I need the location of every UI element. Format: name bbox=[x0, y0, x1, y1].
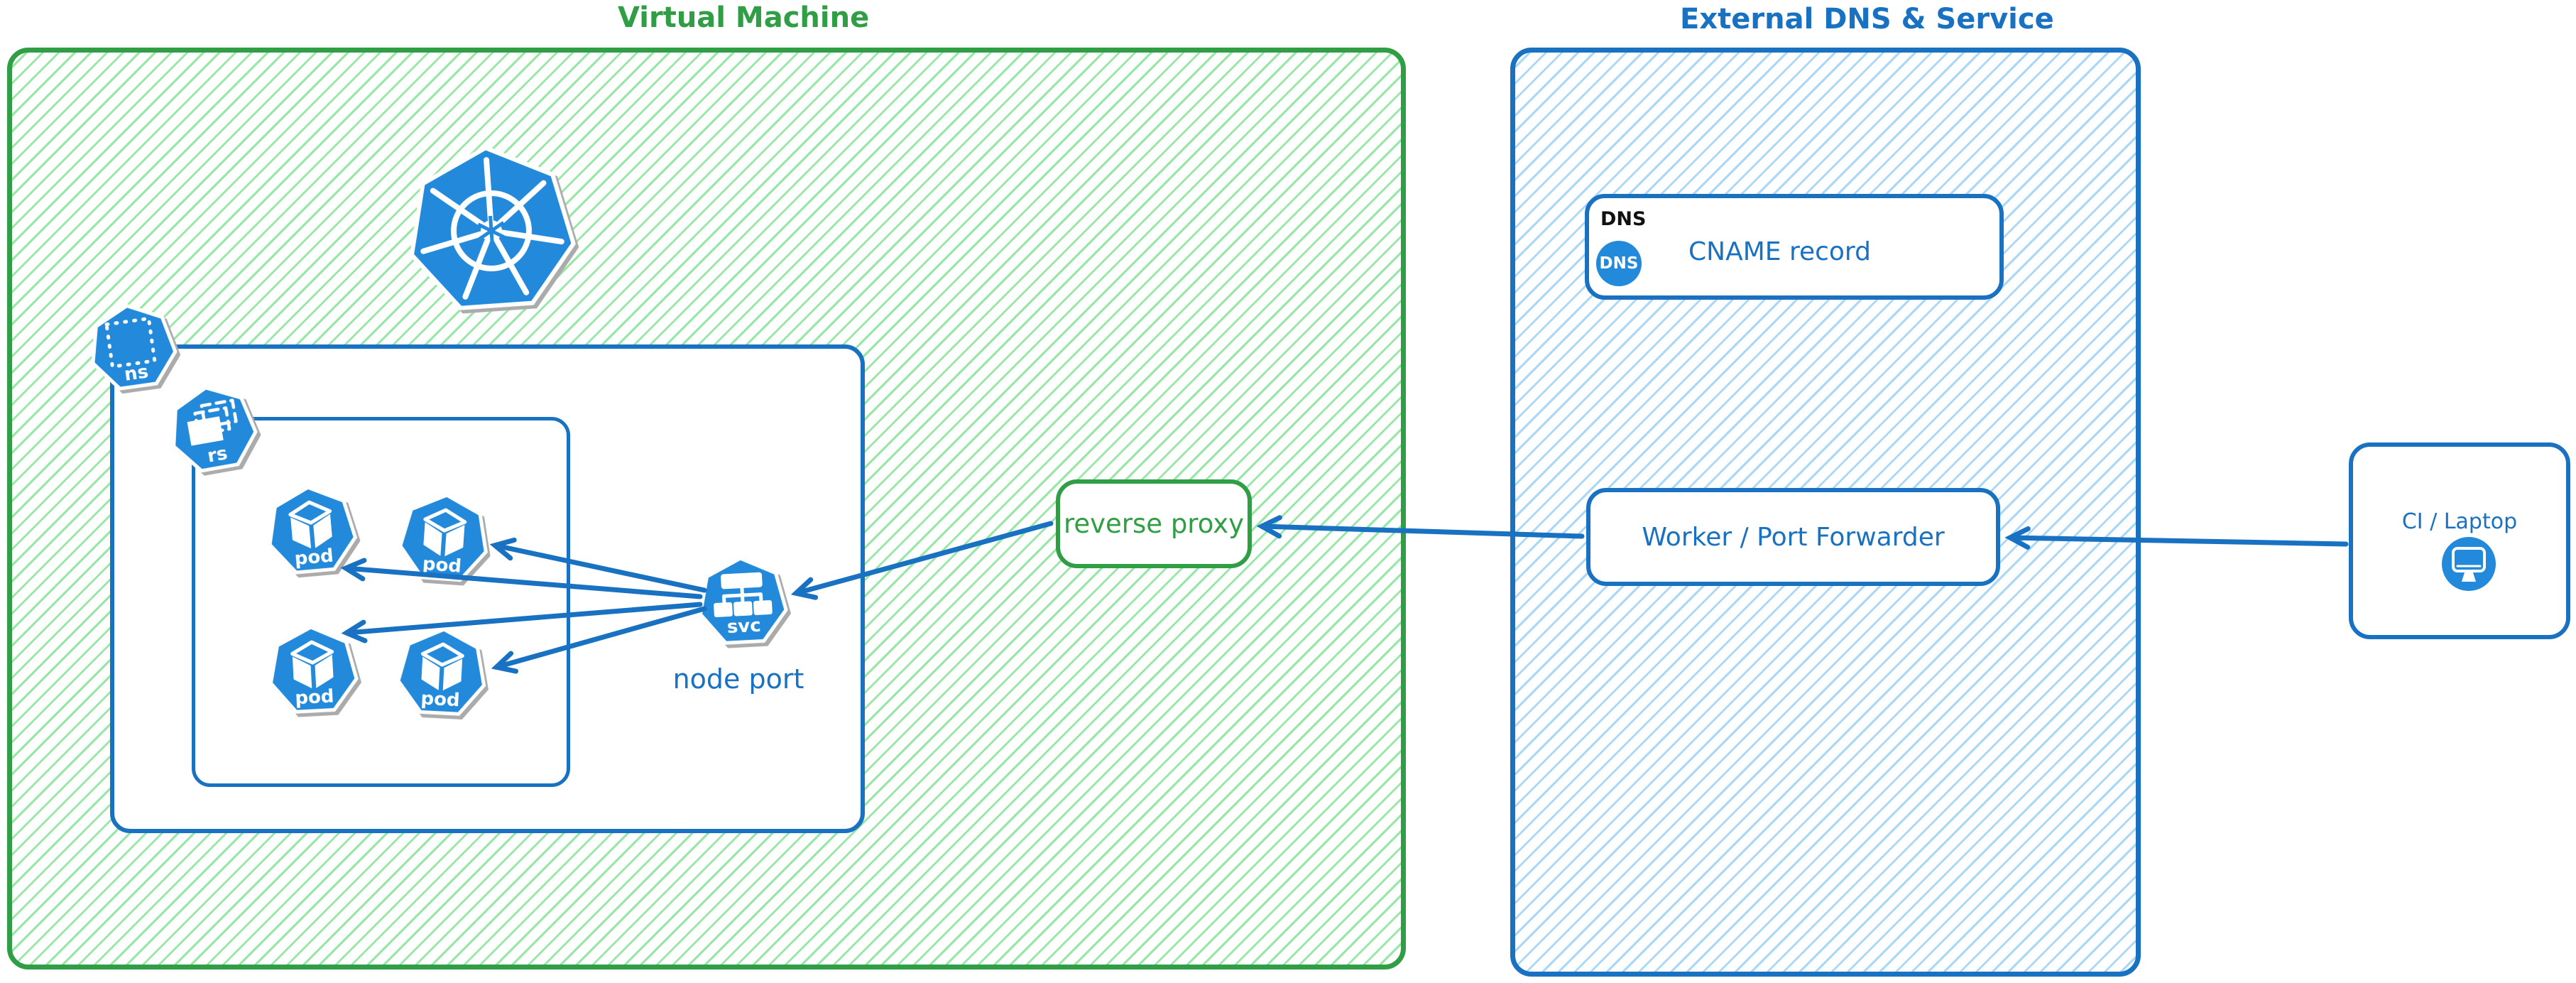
ci-laptop-label: CI / Laptop bbox=[2401, 509, 2518, 534]
pod-icon: pod bbox=[397, 627, 487, 715]
svg-text:pod: pod bbox=[293, 545, 334, 570]
dns-icon: DNS bbox=[1596, 241, 1642, 286]
service-icon: svc bbox=[697, 556, 787, 644]
pod-icon: pod bbox=[268, 625, 358, 713]
arrow-svc-to-pod bbox=[346, 568, 703, 599]
svg-text:rs: rs bbox=[206, 442, 229, 467]
virtual-machine-title: Virtual Machine bbox=[618, 1, 870, 34]
laptop-monitor-icon bbox=[2442, 537, 2496, 591]
svg-text:ns: ns bbox=[123, 361, 150, 385]
arrow-svc-to-pod bbox=[347, 602, 703, 633]
dns-tag-label: DNS bbox=[1600, 208, 1647, 230]
svg-text:svc: svc bbox=[726, 615, 761, 638]
arrow-ci-to-worker bbox=[2011, 538, 2349, 544]
cname-record-node: DNS DNS CNAME record bbox=[1585, 194, 2004, 300]
replicaset-icon: rs bbox=[165, 381, 261, 475]
kubernetes-logo-icon bbox=[405, 142, 577, 311]
arrow-reverse-proxy-to-nodeport bbox=[797, 521, 1054, 593]
arrow-svc-to-pod bbox=[497, 606, 707, 667]
svg-text:pod: pod bbox=[295, 686, 335, 710]
reverse-proxy-node: reverse proxy bbox=[1056, 479, 1252, 568]
worker-label: Worker / Port Forwarder bbox=[1642, 522, 1945, 552]
pod-icon: pod bbox=[265, 484, 358, 575]
node-port-label: node port bbox=[672, 663, 804, 695]
replicaset-boundary-box bbox=[192, 417, 570, 787]
pod-icon: pod bbox=[398, 492, 490, 582]
worker-port-forwarder-node: Worker / Port Forwarder bbox=[1586, 488, 2000, 586]
ci-laptop-node: CI / Laptop bbox=[2349, 442, 2570, 639]
arrow-svc-to-pod bbox=[496, 545, 707, 593]
flow-arrows bbox=[346, 521, 2349, 667]
namespace-icon: ns bbox=[86, 300, 180, 391]
svg-text:pod: pod bbox=[420, 688, 461, 712]
cname-record-label: CNAME record bbox=[1688, 237, 1871, 266]
arrow-worker-to-reverse-proxy bbox=[1262, 526, 1585, 539]
reverse-proxy-label: reverse proxy bbox=[1063, 509, 1244, 539]
